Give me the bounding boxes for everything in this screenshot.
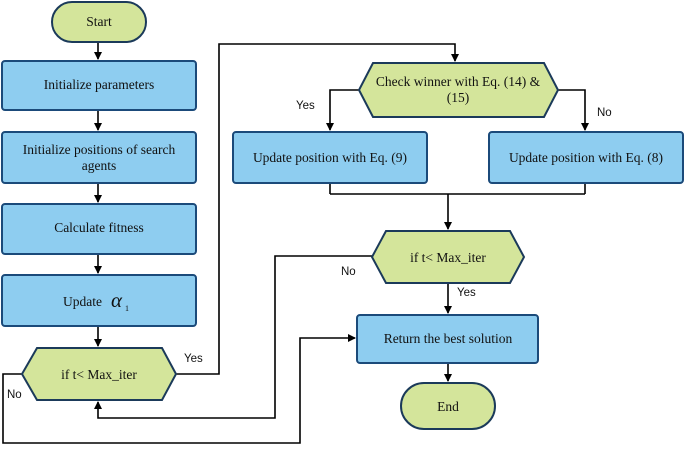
alpha-subscript: 1 (125, 304, 129, 313)
alpha-symbol: α (111, 288, 123, 312)
arrow-check-no (558, 89, 589, 131)
cond-left-label: if t< Max_iter (61, 367, 137, 382)
arrow-check-yes (326, 89, 359, 131)
end-label: End (437, 399, 459, 414)
end-node: End (400, 382, 496, 430)
update-alpha-node: Update α 1 (1, 274, 197, 327)
yes-check-label: Yes (296, 100, 315, 112)
cond-left-node: if t< Max_iter (20, 347, 178, 401)
start-node: Start (51, 1, 147, 43)
calc-fitness-label: Calculate fitness (54, 220, 144, 235)
update-alpha-label: Update (63, 294, 102, 309)
check-winner-node: Check winner with Eq. (14) & (15) (357, 62, 560, 118)
check-winner-label-line1: Check winner with Eq. (14) & (376, 74, 541, 89)
update-eq9-node: Update position with Eq. (9) (232, 131, 428, 184)
connectors (2, 42, 589, 444)
return-best-label: Return the best solution (384, 331, 513, 346)
arrow-cond-right-no (94, 255, 372, 419)
update-eq8-node: Update position with Eq. (8) (488, 131, 684, 184)
no-check-label: No (597, 107, 612, 119)
cond-right-label: if t< Max_iter (410, 250, 486, 265)
init-positions-label-line2: agents (82, 158, 117, 173)
yes-left-label: Yes (184, 353, 203, 365)
calc-fitness-node: Calculate fitness (1, 203, 197, 255)
return-best-node: Return the best solution (356, 314, 539, 364)
check-winner-label-line2: (15) (447, 90, 470, 105)
start-label: Start (86, 14, 112, 29)
update-eq8-label: Update position with Eq. (8) (509, 150, 663, 165)
cond-right-node: if t< Max_iter (370, 230, 526, 284)
init-positions-node: Initialize positions of search agents (1, 131, 197, 184)
no-right-label: No (341, 266, 356, 278)
init-params-node: Initialize parameters (1, 60, 197, 111)
init-positions-label-line1: Initialize positions of search (23, 142, 176, 157)
arrow-cond-no-to-return (2, 334, 356, 444)
arrow-cond-yes-to-check (176, 43, 459, 375)
no-left-label: No (7, 389, 22, 401)
update-eq9-label: Update position with Eq. (9) (253, 150, 407, 165)
yes-right-label: Yes (457, 287, 476, 299)
init-params-label: Initialize parameters (44, 77, 155, 92)
